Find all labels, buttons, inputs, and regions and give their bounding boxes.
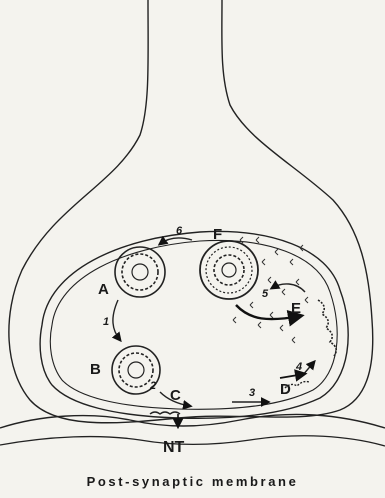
vesicle-label-b: B bbox=[90, 361, 101, 378]
arrow-step-6 bbox=[160, 238, 192, 244]
membrane-site-c bbox=[150, 412, 180, 414]
vesicle-label-d: D bbox=[280, 381, 291, 398]
post-synaptic-membrane-lower bbox=[0, 436, 385, 446]
vesicle-label-a: A bbox=[98, 281, 109, 298]
axon-terminal-outline bbox=[9, 0, 373, 423]
arrow-d-to-membrane bbox=[280, 374, 304, 378]
arrow-step-5 bbox=[272, 284, 305, 292]
vesicle-label-e: E bbox=[291, 300, 301, 317]
presynaptic-membrane-inner bbox=[50, 240, 337, 409]
step-number-3: 3 bbox=[249, 387, 255, 399]
step-number-2: 2 bbox=[149, 380, 156, 392]
step-number-5: 5 bbox=[262, 288, 269, 300]
post-synaptic-membrane-caption: Post-synaptic membrane bbox=[0, 474, 385, 489]
arrow-step-1 bbox=[113, 300, 120, 340]
vesicle-label-f: F bbox=[213, 226, 222, 243]
fusion-site-e bbox=[318, 300, 336, 356]
vesicle-a bbox=[115, 247, 165, 297]
vesicle-f bbox=[200, 241, 258, 299]
vesicle-label-c: C bbox=[170, 387, 181, 404]
step-number-6: 6 bbox=[176, 225, 183, 237]
step-number-1: 1 bbox=[103, 316, 109, 328]
nt-label: NT bbox=[163, 439, 185, 456]
step-number-4: 4 bbox=[295, 361, 302, 373]
